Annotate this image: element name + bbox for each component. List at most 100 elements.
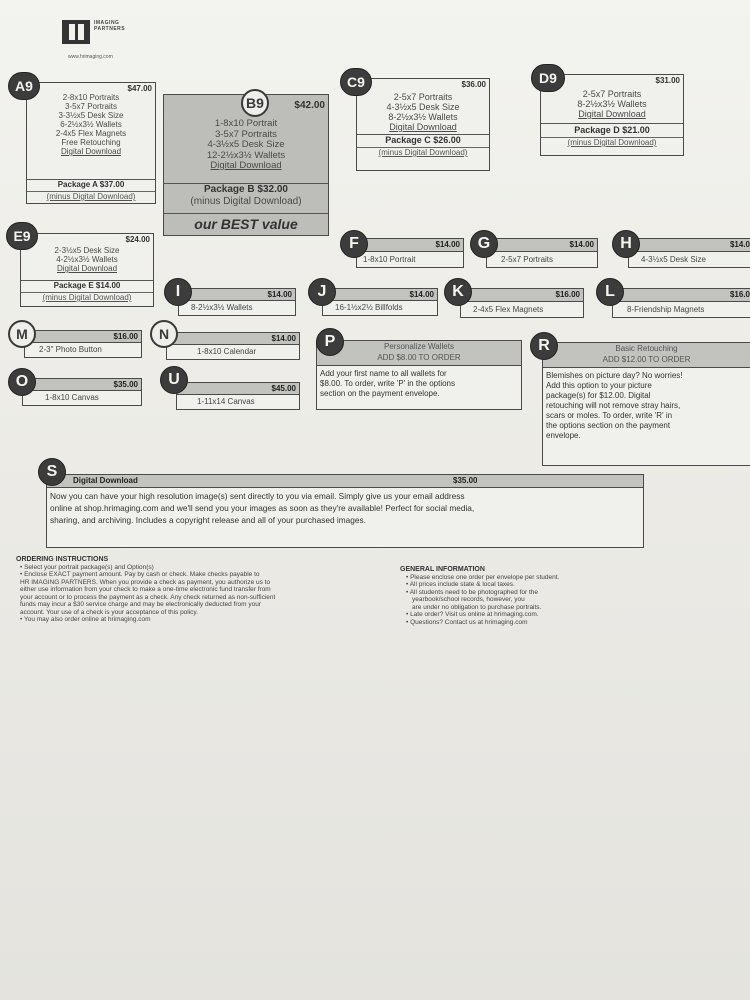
- package-item: 3-5x7 Portraits: [215, 128, 277, 140]
- package-d-minus: (minus Digital Download): [541, 137, 683, 147]
- option-l-price: $16.0: [729, 290, 750, 299]
- package-e-minus: (minus Digital Download): [21, 292, 153, 302]
- package-a9[interactable]: $47.00 2-8x10 Portraits 3-5x7 Portraits …: [26, 82, 156, 204]
- option-g[interactable]: $14.00 2-5x7 Portraits: [486, 238, 598, 268]
- package-item: 6-2½x3½ Wallets: [60, 120, 122, 129]
- package-item: 8-2½x3½ Wallets: [577, 99, 647, 109]
- package-item: Digital Download: [389, 122, 457, 132]
- package-c-alt: Package C $26.00: [357, 134, 489, 146]
- badge-u: U: [160, 366, 188, 394]
- option-u-price: $45.00: [271, 384, 296, 393]
- option-k-price: $16.00: [555, 290, 580, 299]
- package-c9[interactable]: $36.00 2-5x7 Portraits 4-3½x5 Desk Size …: [356, 78, 490, 171]
- option-u-desc: 1-11x14 Canvas: [197, 397, 255, 406]
- option-p-title: Personalize Wallets: [384, 342, 454, 351]
- package-item: 3-5x7 Portraits: [64, 102, 118, 111]
- package-b9-price: $42.00: [294, 100, 325, 111]
- desc-line: scars or moles. To order, write 'R' in: [546, 411, 673, 420]
- package-a9-items: 2-8x10 Portraits 3-5x7 Portraits 3-3½x5 …: [27, 93, 155, 156]
- option-f-price: $14.00: [435, 240, 460, 249]
- option-g-price: $14.00: [569, 240, 594, 249]
- instruction-line: • You may also order online at hrimaging…: [20, 616, 151, 623]
- instruction-line: your account or to process the payment a…: [20, 593, 276, 601]
- option-m-desc: 2-3" Photo Button: [39, 345, 102, 354]
- info-line: yearbook/school records, however, you: [412, 596, 525, 603]
- package-c9-price: $36.00: [461, 80, 486, 89]
- package-e9-items: 2-3½x5 Desk Size 4-2½x3½ Wallets Digital…: [21, 246, 153, 273]
- package-b9[interactable]: B9 $42.00 1-8x10 Portrait 3-5x7 Portrait…: [163, 89, 329, 236]
- package-item: Digital Download: [56, 264, 118, 273]
- best-value-label: our BEST value: [164, 213, 328, 232]
- package-item: 2-8x10 Portraits: [62, 93, 120, 102]
- option-n[interactable]: $14.00 1-8x10 Calendar: [166, 332, 300, 360]
- option-n-desc: 1-8x10 Calendar: [197, 347, 257, 356]
- option-p-add: ADD $8.00 TO ORDER: [377, 353, 461, 362]
- option-m[interactable]: $16.00 2-3" Photo Button: [24, 330, 142, 358]
- badge-k: K: [444, 278, 472, 306]
- option-u[interactable]: $45.00 1-11x14 Canvas: [176, 382, 300, 410]
- package-b9-items: 1-8x10 Portrait 3-5x7 Portraits 4-3½x5 D…: [164, 118, 328, 172]
- option-o[interactable]: $35.00 1-8x10 Canvas: [22, 378, 142, 406]
- badge-i: I: [164, 278, 192, 306]
- desc-line: $8.00. To order, write 'P' in the option…: [320, 379, 455, 388]
- ordering-title: ORDERING INSTRUCTIONS: [16, 556, 109, 563]
- info-line: • Late order? Visit us online at hrimagi…: [406, 611, 539, 618]
- badge-s: S: [38, 458, 66, 486]
- info-line: • All students need to be photographed f…: [406, 588, 539, 596]
- instruction-line: • Enclose EXACT payment amount. Pay by c…: [20, 571, 260, 578]
- package-d-alt: Package D $21.00: [541, 123, 683, 136]
- option-i-desc: 8-2½x3½ Wallets: [191, 303, 253, 312]
- option-s-title: Digital Download: [73, 476, 138, 485]
- badge-j: J: [308, 278, 336, 306]
- option-g-desc: 2-5x7 Portraits: [501, 255, 554, 264]
- option-l[interactable]: $16.0 8-Friendship Magnets: [612, 288, 750, 318]
- badge-g: G: [470, 230, 498, 258]
- package-item: 2-4x5 Flex Magnets: [55, 129, 127, 138]
- option-i[interactable]: $14.00 8-2½x3½ Wallets: [178, 288, 296, 316]
- package-d9-price: $31.00: [655, 76, 680, 85]
- package-item: Free Retouching: [61, 138, 121, 147]
- option-h[interactable]: $14.0 4-3½x5 Desk Size: [628, 238, 750, 268]
- option-k[interactable]: $16.00 2-4x5 Flex Magnets: [460, 288, 584, 318]
- option-s[interactable]: Digital Download $35.00 Now you can have…: [46, 474, 644, 548]
- option-j[interactable]: $14.00 16-1½x2½ Billfolds: [322, 288, 438, 316]
- badge-p: P: [316, 328, 344, 356]
- package-b-alt: Package B $32.00: [164, 183, 328, 196]
- package-item: 1-8x10 Portrait: [214, 118, 278, 129]
- info-line: • Questions? Contact us at hrimaging.com: [406, 618, 528, 626]
- option-j-price: $14.00: [409, 290, 434, 299]
- desc-line: package(s) for $12.00. Digital: [546, 391, 651, 400]
- package-item: 12-2½x3½ Wallets: [206, 149, 286, 161]
- package-item: 3-3½x5 Desk Size: [58, 111, 124, 120]
- option-r-add: ADD $12.00 TO ORDER: [602, 355, 691, 364]
- package-item: Digital Download: [578, 109, 646, 119]
- package-a-alt: Package A $37.00: [27, 179, 155, 189]
- package-e-alt: Package E $14.00: [21, 280, 153, 290]
- option-o-price: $35.00: [113, 380, 138, 389]
- package-e9[interactable]: $24.00 2-3½x5 Desk Size 4-2½x3½ Wallets …: [20, 233, 154, 307]
- badge-e9: E9: [6, 222, 38, 250]
- general-title: GENERAL INFORMATION: [400, 566, 485, 573]
- package-item: 2-3½x5 Desk Size: [54, 246, 120, 255]
- badge-o: O: [8, 368, 36, 396]
- desc-line: retouching will not remove stray hairs,: [546, 401, 681, 410]
- website-url: www.hrimaging.com: [68, 54, 113, 60]
- package-item: 2-5x7 Portraits: [393, 92, 453, 102]
- package-c-minus: (minus Digital Download): [357, 147, 489, 157]
- option-j-desc: 16-1½x2½ Billfolds: [335, 303, 403, 312]
- desc-line: online at shop.hrimaging.com and we'll s…: [50, 503, 475, 513]
- desc-line: Blemishes on picture day? No worries!: [546, 371, 683, 380]
- option-r[interactable]: Basic Retouching ADD $12.00 TO ORDER Ble…: [542, 342, 750, 466]
- desc-line: envelope.: [546, 431, 581, 440]
- instruction-line: funds may incur a $30 service charge and…: [20, 601, 261, 608]
- badge-a9: A9: [8, 72, 40, 100]
- package-d9[interactable]: $31.00 2-5x7 Portraits 8-2½x3½ Wallets D…: [540, 74, 684, 156]
- option-s-price: $35.00: [453, 476, 478, 485]
- badge-c9: C9: [340, 68, 372, 96]
- option-m-price: $16.00: [113, 332, 138, 341]
- option-p[interactable]: Personalize Wallets ADD $8.00 TO ORDER A…: [316, 340, 522, 410]
- desc-line: section on the payment envelope.: [320, 389, 440, 398]
- option-f[interactable]: $14.00 1-8x10 Portrait: [356, 238, 464, 268]
- desc-line: Add this option to your picture: [546, 381, 652, 390]
- option-s-desc: Now you can have your high resolution im…: [50, 490, 640, 526]
